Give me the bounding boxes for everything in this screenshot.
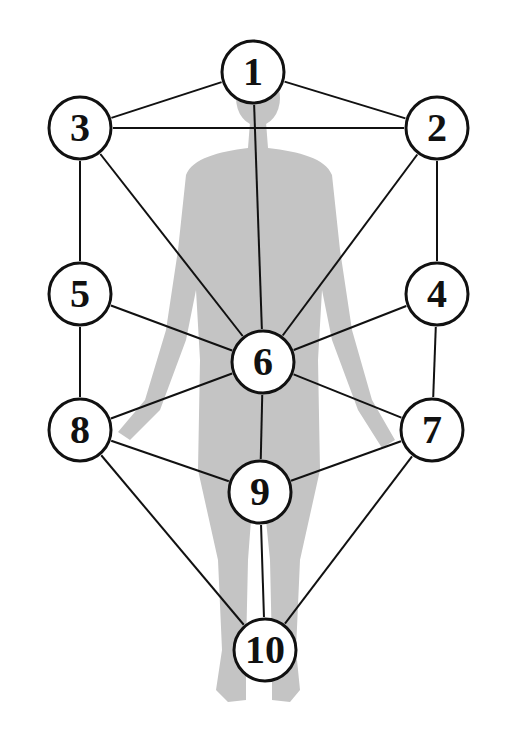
circle-number: 5 [70,274,90,314]
connector-line [111,82,221,118]
numbered-circle: 7 [399,397,465,463]
connector-line [285,456,412,623]
connector-line [254,105,262,329]
circle-number: 6 [253,342,273,382]
circle-text-holder: 3 [70,108,90,148]
circle-text-holder: 2 [427,108,447,148]
numbered-circle: 8 [47,397,113,463]
numbered-circle: 6 [230,329,296,395]
connector-line [294,374,402,417]
connector-line [433,327,436,397]
connector-line [283,154,418,335]
circle-number: 1 [243,52,263,92]
circle-number: 9 [250,472,270,512]
numbered-circle: 2 [404,95,470,161]
numbered-circle: 10 [232,617,298,683]
numbered-circle: 5 [47,261,113,327]
circle-number: 10 [245,630,285,670]
numbered-circle: 4 [404,261,470,327]
circle-number: 3 [70,108,90,148]
circle-text-holder: 5 [70,274,90,314]
connector-line [111,305,232,350]
connector-line [79,327,81,397]
connector-line [261,395,262,459]
connector-line [291,441,401,481]
connector-line [79,161,81,261]
circle-number: 7 [422,410,442,450]
connector-line [113,127,404,129]
circle-text-holder: 10 [245,630,285,670]
connector-line [111,373,232,418]
numbered-circle: 9 [227,459,293,525]
connector-line [261,525,264,617]
silhouette-body [118,122,395,702]
connector-line [294,306,407,350]
numbered-circle: 3 [47,95,113,161]
circle-text-holder: 1 [243,52,263,92]
connector-line [111,441,229,482]
circle-text-holder: 7 [422,410,442,450]
circle-number: 2 [427,108,447,148]
connector-line [101,455,244,624]
circle-text-holder: 4 [427,274,447,314]
circle-text-holder: 6 [253,342,273,382]
circle-text-holder: 8 [70,410,90,450]
circle-number: 8 [70,410,90,450]
circle-text-holder: 9 [250,472,270,512]
connector-line [285,82,406,119]
circle-number: 4 [427,274,447,314]
numbered-circle: 1 [220,39,286,105]
connector-line [436,161,438,261]
